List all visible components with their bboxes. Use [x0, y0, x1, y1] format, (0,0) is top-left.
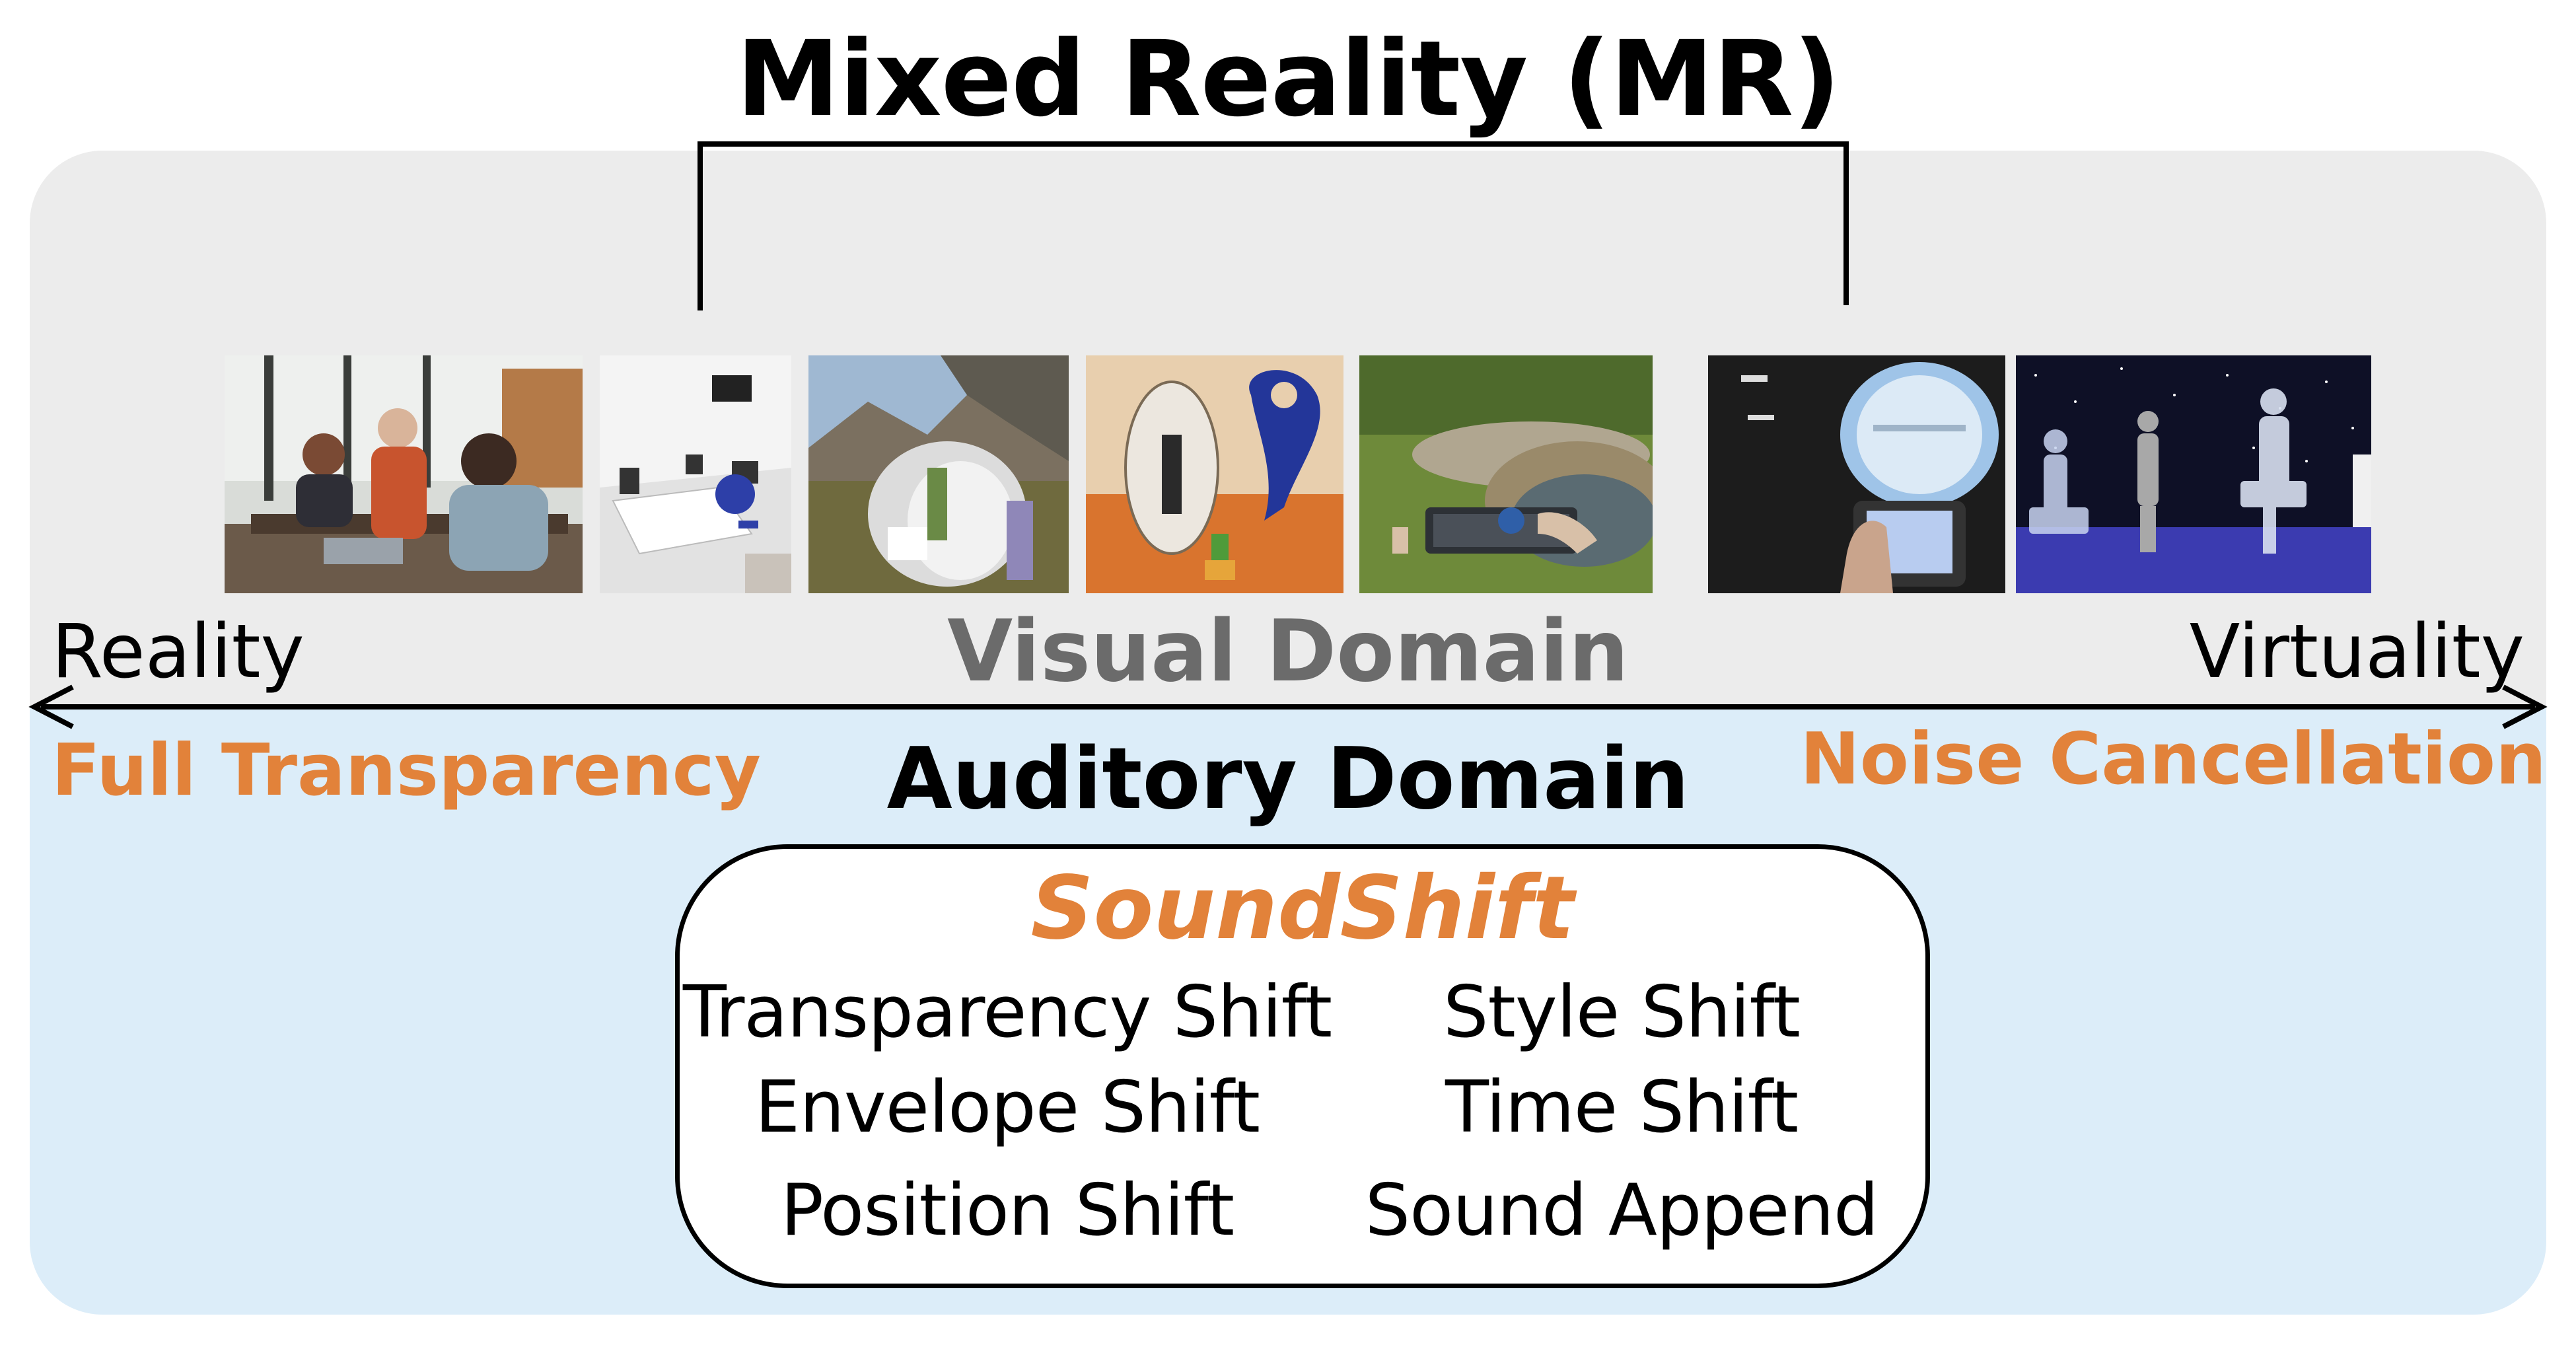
virtuality-label: Virtuality: [2189, 609, 2524, 695]
mountain-portal-photo: [808, 355, 1069, 593]
mars-portal-photo: [1086, 355, 1343, 593]
soundshift-box: [675, 844, 1930, 1288]
noise-cancellation-label: Noise Cancellation: [1800, 718, 2546, 801]
technique-position-shift: Position Shift: [780, 1169, 1234, 1252]
soundshift-title: SoundShift: [1030, 857, 1575, 959]
reality-label: Reality: [52, 609, 304, 695]
auditory-domain-label: Auditory Domain: [886, 730, 1690, 828]
white-room-vr-photo: [600, 355, 791, 593]
avatars-space-photo: [2016, 355, 2371, 593]
technique-time-shift: Time Shift: [1445, 1066, 1799, 1149]
technique-sound-append: Sound Append: [1365, 1169, 1879, 1252]
keyboard-vr-photo: [1359, 355, 1653, 593]
headset-phone-photo: [1708, 355, 2005, 593]
office-meeting-photo: [225, 355, 583, 593]
mr-bracket: [698, 141, 1849, 310]
technique-style-shift: Style Shift: [1443, 971, 1801, 1054]
diagram-title: Mixed Reality (MR): [736, 18, 1840, 140]
technique-transparency-shift: Transparency Shift: [682, 971, 1332, 1054]
right-arrowhead: [2502, 684, 2548, 729]
left-arrowhead: [28, 684, 74, 729]
technique-envelope-shift: Envelope Shift: [755, 1066, 1260, 1149]
full-transparency-label: Full Transparency: [52, 729, 762, 812]
visual-domain-label: Visual Domain: [947, 602, 1629, 701]
